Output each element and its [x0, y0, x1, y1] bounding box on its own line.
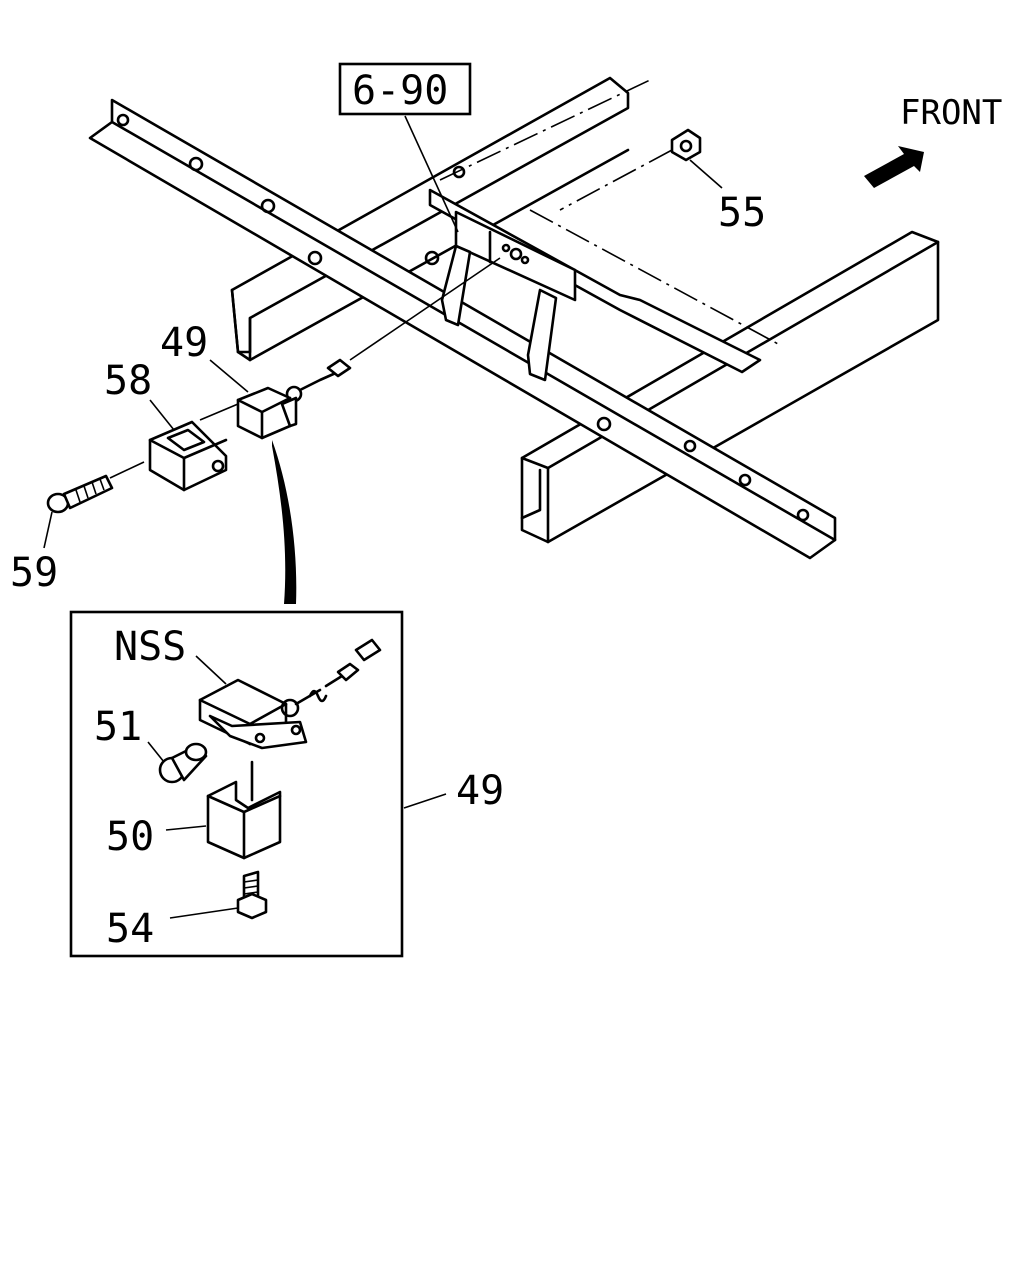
- nut-55[interactable]: [670, 128, 702, 162]
- bolt-54[interactable]: [236, 870, 268, 920]
- leader-nss: [195, 655, 227, 685]
- neutral-switch-bracket: [440, 210, 577, 382]
- connector-line-49: [349, 257, 501, 361]
- callout-58: 58: [104, 358, 152, 404]
- pin-51[interactable]: [158, 742, 208, 784]
- reference-box-label: 6-90: [352, 68, 448, 114]
- leader-6-90: [404, 115, 459, 233]
- callout-49: 49: [160, 320, 208, 366]
- leader-49-box: [403, 793, 447, 809]
- connector-line-58: [199, 403, 239, 421]
- frame-rail-rear-right: [230, 76, 630, 362]
- callout-49-box: 49: [456, 768, 504, 814]
- leader-55: [689, 159, 723, 189]
- leader-50: [165, 825, 207, 831]
- centerline-frame: [439, 79, 651, 181]
- leader-49: [209, 359, 249, 393]
- centerline-bolt-55: [559, 149, 673, 211]
- callout-50: 50: [106, 814, 154, 860]
- leader-58: [149, 399, 175, 431]
- bracket-50[interactable]: [206, 780, 282, 860]
- reference-box[interactable]: 6-90: [338, 62, 472, 116]
- connector-line-59: [109, 461, 145, 479]
- switch-cover-58[interactable]: [148, 420, 228, 492]
- centerline-crossmember: [529, 209, 781, 346]
- front-arrow-icon: [864, 146, 924, 188]
- leader-59: [43, 511, 53, 549]
- screw-59[interactable]: [46, 474, 114, 514]
- front-label: FRONT: [900, 93, 1002, 133]
- callout-54: 54: [106, 906, 154, 952]
- leader-54: [169, 907, 239, 919]
- frame-rail-main: [88, 98, 837, 560]
- callout-59: 59: [10, 550, 58, 596]
- detail-pointer: [272, 440, 297, 604]
- leader-51: [147, 741, 165, 763]
- neutral-switch-49[interactable]: [236, 358, 352, 440]
- callout-nss: NSS: [114, 624, 186, 670]
- callout-55: 55: [718, 190, 766, 236]
- neutral-switch-detail[interactable]: [198, 638, 382, 750]
- callout-51: 51: [94, 704, 142, 750]
